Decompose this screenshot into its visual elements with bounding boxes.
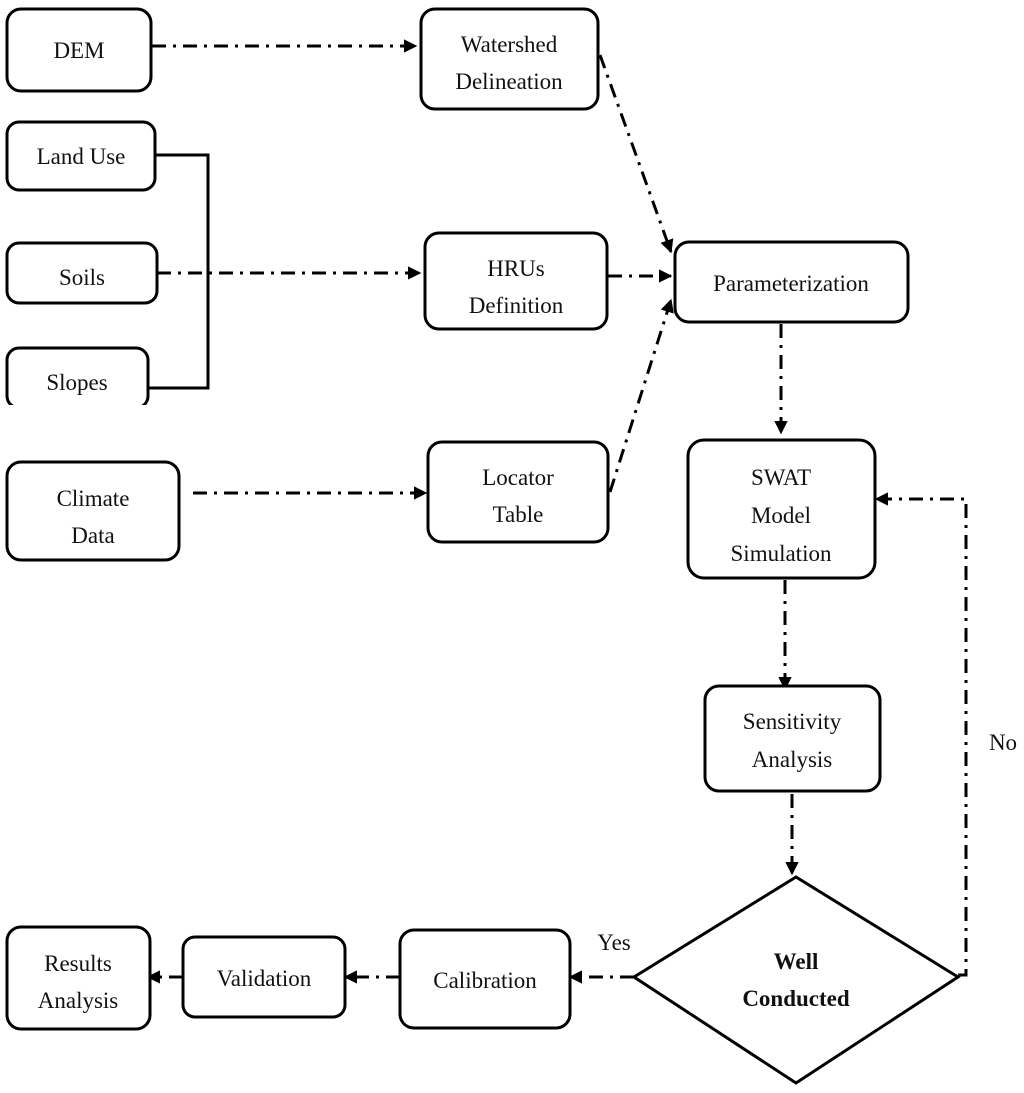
calibration-label: Calibration	[433, 968, 537, 993]
locator-label-line1: Locator	[482, 465, 554, 490]
swat-label-line2: Model	[751, 503, 811, 528]
swat-model-simulation-node: SWAT Model Simulation	[686, 438, 877, 580]
edge-decision-no-to-swat	[874, 492, 968, 977]
watershed-delineation-node: Watershed Delineation	[419, 7, 600, 111]
climate-label-line2: Data	[71, 523, 114, 548]
dem-label: DEM	[53, 38, 104, 63]
swat-label-line1: SWAT	[751, 465, 811, 490]
sensitivity-label-line1: Sensitivity	[743, 709, 842, 734]
land-use-label: Land Use	[37, 144, 126, 169]
hrus-definition-node: HRUs Definition	[423, 231, 609, 331]
calibration-node: Calibration	[398, 928, 572, 1030]
bracket-land-soils-slopes	[148, 153, 210, 390]
sensitivity-label-line2: Analysis	[752, 747, 833, 772]
validation-label: Validation	[217, 966, 312, 991]
land-use-node: Land Use	[5, 120, 157, 192]
slopes-node: Slopes	[4, 346, 154, 415]
watershed-label-line1: Watershed	[461, 32, 558, 57]
parameterization-node: Parameterization	[673, 240, 910, 324]
no-label: No	[989, 730, 1017, 755]
results-label-line1: Results	[44, 951, 112, 976]
results-analysis-node: Results Analysis	[5, 925, 152, 1031]
climate-label-line1: Climate	[57, 486, 130, 511]
watershed-label-line2: Delineation	[455, 69, 563, 94]
yes-label: Yes	[597, 930, 631, 955]
parameterization-label: Parameterization	[713, 271, 869, 296]
decision-label-line1: Well	[774, 949, 819, 974]
hrus-label-line2: Definition	[469, 293, 564, 318]
hrus-label-line1: HRUs	[487, 256, 545, 281]
edges	[146, 39, 968, 984]
edge-watershed-to-parameterization	[598, 54, 674, 254]
soils-node: Soils	[5, 241, 159, 305]
well-conducted-decision: Well Conducted	[631, 875, 961, 1085]
decision-label-line2: Conducted	[742, 986, 850, 1011]
dem-node: DEM	[5, 7, 153, 93]
climate-data-node: Climate Data	[5, 460, 181, 562]
slopes-label: Slopes	[46, 370, 107, 395]
swat-label-line3: Simulation	[731, 541, 832, 566]
validation-node: Validation	[181, 935, 347, 1019]
results-label-line2: Analysis	[38, 988, 119, 1013]
edge-locator-to-parameterization	[608, 298, 674, 493]
locator-label-line2: Table	[493, 502, 544, 527]
soils-label: Soils	[59, 265, 105, 290]
sensitivity-analysis-node: Sensitivity Analysis	[703, 684, 882, 793]
locator-table-node: Locator Table	[426, 440, 610, 544]
